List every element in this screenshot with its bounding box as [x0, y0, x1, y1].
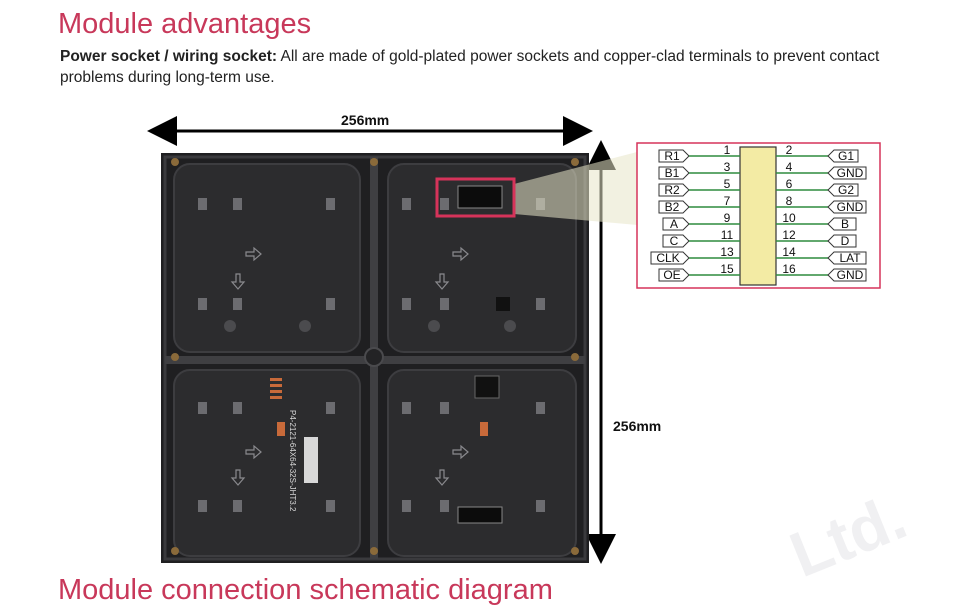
left-signal-label: R1 [664, 149, 680, 163]
right-signal-label: G1 [838, 149, 854, 163]
next-section-title: Module connection schematic diagram [58, 574, 553, 606]
right-signal-label: GND [837, 200, 864, 214]
height-label: 256mm [613, 418, 662, 434]
right-signal-label: D [841, 234, 850, 248]
width-label: 256mm [341, 112, 390, 128]
right-signal-label: LAT [839, 251, 861, 265]
right-pin-number: 14 [782, 245, 796, 259]
right-signal-tag [827, 183, 859, 197]
left-pin-number: 1 [724, 143, 731, 157]
left-signal-tag [658, 149, 690, 163]
connector-header [739, 146, 777, 286]
left-signal-label: OE [663, 268, 680, 282]
right-signal-tag [827, 217, 857, 231]
right-signal-tag [827, 200, 867, 214]
right-pin-number: 8 [786, 194, 793, 208]
right-signal-label: B [841, 217, 849, 231]
left-signal-tag [658, 183, 690, 197]
left-pin-number: 15 [720, 262, 734, 276]
left-pin-number: 9 [724, 211, 731, 225]
left-signal-tag [662, 217, 690, 231]
right-signal-tag [827, 149, 859, 163]
right-pin-number: 16 [782, 262, 796, 276]
left-signal-tag [650, 251, 690, 265]
right-signal-tag [827, 251, 867, 265]
left-signal-tag [658, 268, 690, 282]
left-signal-label: A [670, 217, 678, 231]
connector-highlight-box [435, 177, 516, 218]
left-pin-number: 5 [724, 177, 731, 191]
right-pin-number: 10 [782, 211, 796, 225]
left-signal-label: B1 [665, 166, 680, 180]
right-pin-number: 12 [782, 228, 796, 242]
right-signal-tag [827, 234, 857, 248]
left-signal-label: CLK [656, 251, 679, 265]
description: Power socket / wiring socket: All are ma… [60, 46, 910, 88]
left-pin-number: 3 [724, 160, 731, 174]
right-signal-label: GND [837, 166, 864, 180]
panel-silkscreen: P4-2121-64X64-32S-JHT3.2 [288, 410, 297, 512]
description-text: All are made of gold-plated power socket… [60, 48, 880, 86]
right-signal-tag [827, 268, 867, 282]
right-pin-number: 6 [786, 177, 793, 191]
watermark: Ltd. [780, 480, 916, 586]
right-pin-number: 2 [786, 143, 793, 157]
description-label: Power socket / wiring socket: [60, 48, 278, 65]
callout-beam [514, 152, 637, 225]
left-pin-number: 11 [721, 228, 734, 242]
right-pin-number: 4 [786, 160, 793, 174]
right-signal-label: GND [837, 268, 864, 282]
section-title: Module advantages [58, 8, 312, 40]
left-signal-label: R2 [664, 183, 680, 197]
left-signal-tag [658, 166, 690, 180]
left-signal-tag [658, 200, 690, 214]
left-signal-label: B2 [665, 200, 680, 214]
right-signal-tag [827, 166, 867, 180]
left-signal-tag [662, 234, 690, 248]
left-pin-number: 13 [720, 245, 734, 259]
left-pin-number: 7 [724, 194, 731, 208]
left-signal-label: C [670, 234, 679, 248]
right-signal-label: G2 [838, 183, 854, 197]
